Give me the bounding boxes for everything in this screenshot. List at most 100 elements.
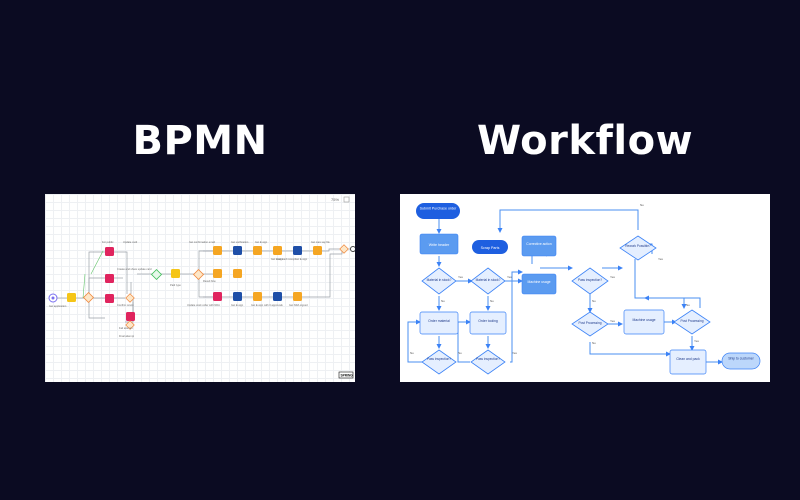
scrap-parts-label: Scrap Parts	[481, 246, 500, 250]
machine-usage-label: Machine usage	[528, 280, 551, 284]
write-header-node[interactable]	[419, 233, 459, 255]
scrap-parts-node[interactable]	[472, 240, 508, 254]
post-processing-label: Post Processing	[680, 319, 703, 323]
post-processing-decision[interactable]	[673, 309, 711, 335]
bpmn-label: Confirm return	[117, 303, 134, 307]
bpmn-task[interactable]	[233, 246, 242, 255]
machine-usage-node[interactable]	[623, 309, 665, 335]
bpmn-task[interactable]	[273, 246, 282, 255]
yes-label: Yes	[658, 257, 663, 261]
zoom-level: 75%	[331, 197, 339, 202]
write-header-label: Write header	[429, 243, 450, 247]
bpmn-label: Get confirmation email	[189, 240, 215, 244]
bpmn-label: Get application	[49, 304, 67, 308]
bpmn-task[interactable]	[273, 292, 282, 301]
yes-label: Yes	[458, 275, 463, 279]
bpmn-label: Get E-sign	[231, 303, 244, 307]
bpmn-label: Final attempt	[119, 334, 134, 338]
bpmn-task[interactable]	[171, 269, 180, 278]
material-in-stock-label: Material in stock?	[476, 278, 501, 282]
bpmn-task[interactable]	[213, 246, 222, 255]
bpmn-task[interactable]	[105, 294, 114, 303]
logo	[338, 371, 354, 379]
yes-label: Yes	[610, 275, 615, 279]
no-label: No	[458, 351, 462, 355]
material-in-stock-label: Material in stock?	[427, 278, 452, 282]
logo-text: SPRING	[341, 374, 354, 378]
yes-label: Yes	[694, 339, 699, 343]
bpmn-task[interactable]	[253, 292, 262, 301]
no-label: No	[592, 299, 596, 303]
bpmn-task[interactable]	[213, 269, 222, 278]
pass-inspection-decision[interactable]	[470, 349, 506, 375]
no-label: No	[592, 341, 596, 345]
bpmn-task[interactable]	[293, 292, 302, 301]
no-label: No	[640, 203, 644, 207]
ship-to-customer-node[interactable]	[721, 352, 761, 370]
rework-possible-decision[interactable]	[619, 235, 657, 261]
bpmn-gateway[interactable]	[125, 320, 135, 330]
workflow-connectors	[407, 209, 723, 365]
bpmn-label: Get care say file	[311, 240, 330, 244]
yes-label: Yes	[610, 319, 615, 323]
no-label: No	[490, 299, 494, 303]
fullscreen-icon[interactable]	[343, 196, 350, 203]
bpmn-gateway[interactable]	[192, 268, 205, 281]
bpmn-task[interactable]	[233, 269, 242, 278]
post-processing-label: Post Processing	[578, 321, 601, 325]
bpmn-label: Fail attempt	[119, 326, 133, 330]
bpmn-task[interactable]	[313, 246, 322, 255]
start-node[interactable]	[416, 203, 460, 219]
bpmn-label: Create and share update card	[117, 267, 152, 271]
no-label: No	[410, 351, 414, 355]
bpmn-gateway[interactable]	[125, 293, 135, 303]
no-label: No	[686, 303, 690, 307]
material-in-stock-decision[interactable]	[421, 267, 457, 295]
rework-possible-label: Rework Possible?	[625, 244, 651, 248]
bpmn-task[interactable]	[105, 274, 114, 283]
bpmn-gateway[interactable]	[82, 291, 95, 304]
end-event[interactable]	[350, 246, 356, 252]
bpmn-task[interactable]	[105, 247, 114, 256]
bpmn-connectors	[56, 248, 353, 323]
bpmn-label: Get card receipt	[277, 257, 296, 261]
order-material-node[interactable]	[419, 311, 459, 335]
bpmn-label: Get E-sign with 3 approvals	[251, 303, 283, 307]
ship-label: Ship to customer	[728, 357, 754, 361]
bpmn-label: Get NDA signed	[289, 303, 308, 307]
workflow-diagram: Submit Purchase order Write header Scrap…	[407, 203, 761, 375]
material-in-stock-decision[interactable]	[470, 267, 506, 295]
order-tooling-node[interactable]	[469, 311, 507, 335]
machine-usage-node[interactable]	[521, 273, 557, 295]
order-tooling-label: Order tooling	[478, 319, 498, 323]
corrective-action-label: Corrective action	[526, 242, 552, 246]
yes-label: Yes	[512, 351, 517, 355]
bpmn-label: Update card	[123, 240, 138, 244]
bpmn-label: For public	[102, 240, 114, 244]
bpmn-label: Get E-sign	[255, 240, 268, 244]
corrective-action-node[interactable]	[521, 235, 557, 257]
bpmn-label: Result flow	[203, 279, 216, 283]
zoom-control[interactable]: 75%	[331, 197, 339, 202]
bpmn-task[interactable]	[213, 292, 222, 301]
pass-inspection-decision[interactable]	[421, 349, 457, 375]
bpmn-diagram-card[interactable]: 75%	[45, 194, 355, 382]
bpmn-label: Get E-sign	[271, 257, 284, 261]
bpmn-task[interactable]	[233, 292, 242, 301]
bpmn-label: Get verification	[231, 240, 249, 244]
post-processing-decision[interactable]	[571, 311, 609, 337]
pass-inspection-decision[interactable]	[571, 267, 609, 295]
bpmn-task[interactable]	[67, 293, 76, 302]
bpmn-task[interactable]	[126, 312, 135, 321]
clean-and-pack-node[interactable]	[669, 349, 707, 375]
workflow-diagram-card[interactable]: Submit Purchase order Write header Scrap…	[400, 194, 770, 382]
workflow-heading: Workflow	[476, 118, 694, 164]
bpmn-heading: BPMN	[132, 118, 268, 164]
bpmn-gateway[interactable]	[339, 244, 349, 254]
start-label: Submit Purchase order	[420, 207, 458, 211]
bpmn-task[interactable]	[253, 246, 262, 255]
bpmn-task[interactable]	[293, 246, 302, 255]
bpmn-label: Get E-sign	[295, 257, 308, 261]
bpmn-label: Paid type	[170, 283, 181, 287]
bpmn-gateway[interactable]	[150, 268, 163, 281]
